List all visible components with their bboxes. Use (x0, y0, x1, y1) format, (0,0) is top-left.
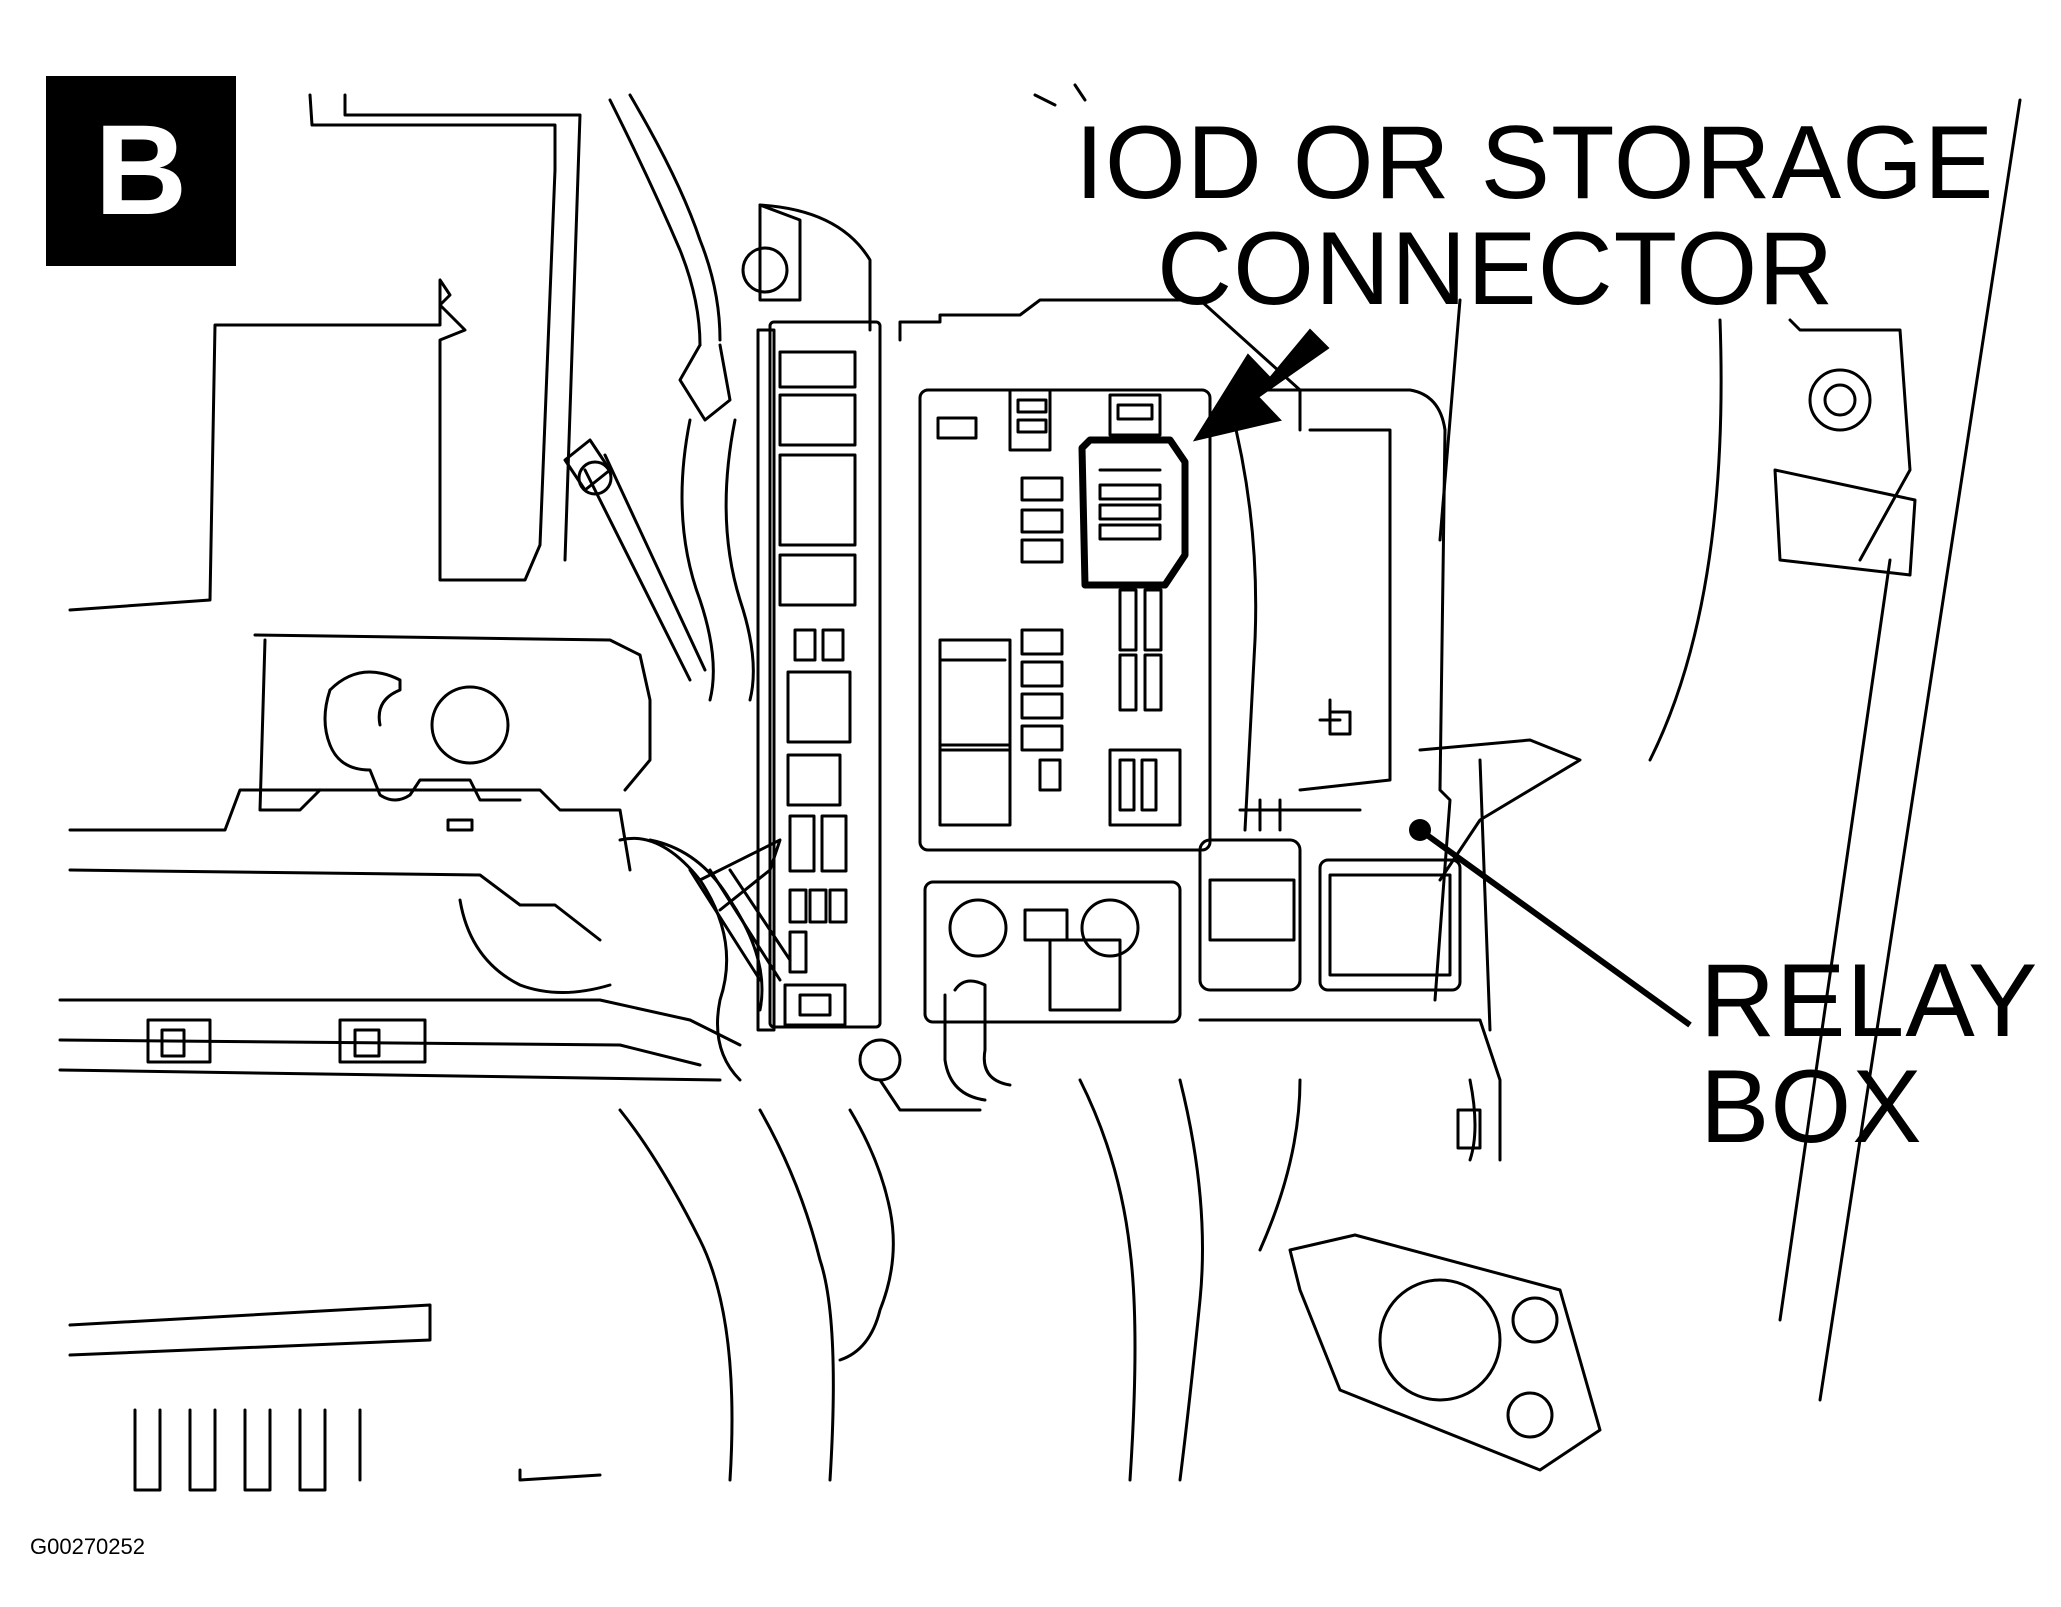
panel-label-badge: B (46, 76, 236, 266)
relay-box-housing (1198, 388, 1502, 1162)
left-bracket (323, 438, 707, 994)
iod-pointer-arrow (1033, 83, 1330, 442)
lower-cables-and-mount (518, 1078, 1602, 1482)
junction-box-main (898, 298, 1302, 852)
lower-left-tabs (68, 1018, 432, 1492)
iod-callout-line1: IOD OR STORAGE (1075, 105, 1995, 221)
wire-harness-left (608, 93, 792, 1082)
right-fender (1418, 98, 2022, 1402)
relay-callout-line2: BOX (1700, 1049, 1923, 1166)
fuse-block-left (741, 203, 882, 1032)
iod-callout-line2: CONNECTOR (1157, 211, 1835, 328)
lower-center-assembly (858, 880, 1182, 1112)
panel-label-text: B (94, 99, 188, 242)
iod-storage-connector (1078, 436, 1189, 589)
iod-connector-callout: IOD OR STORAGE CONNECTOR (1075, 110, 1994, 322)
relay-callout-line1: RELAY (1700, 943, 2039, 1059)
left-body-panel (58, 93, 742, 1082)
relay-box-leader (1409, 819, 1692, 1028)
figure-id-label: G00270252 (30, 1534, 145, 1559)
relay-box-callout: RELAY BOX (1700, 948, 2038, 1160)
